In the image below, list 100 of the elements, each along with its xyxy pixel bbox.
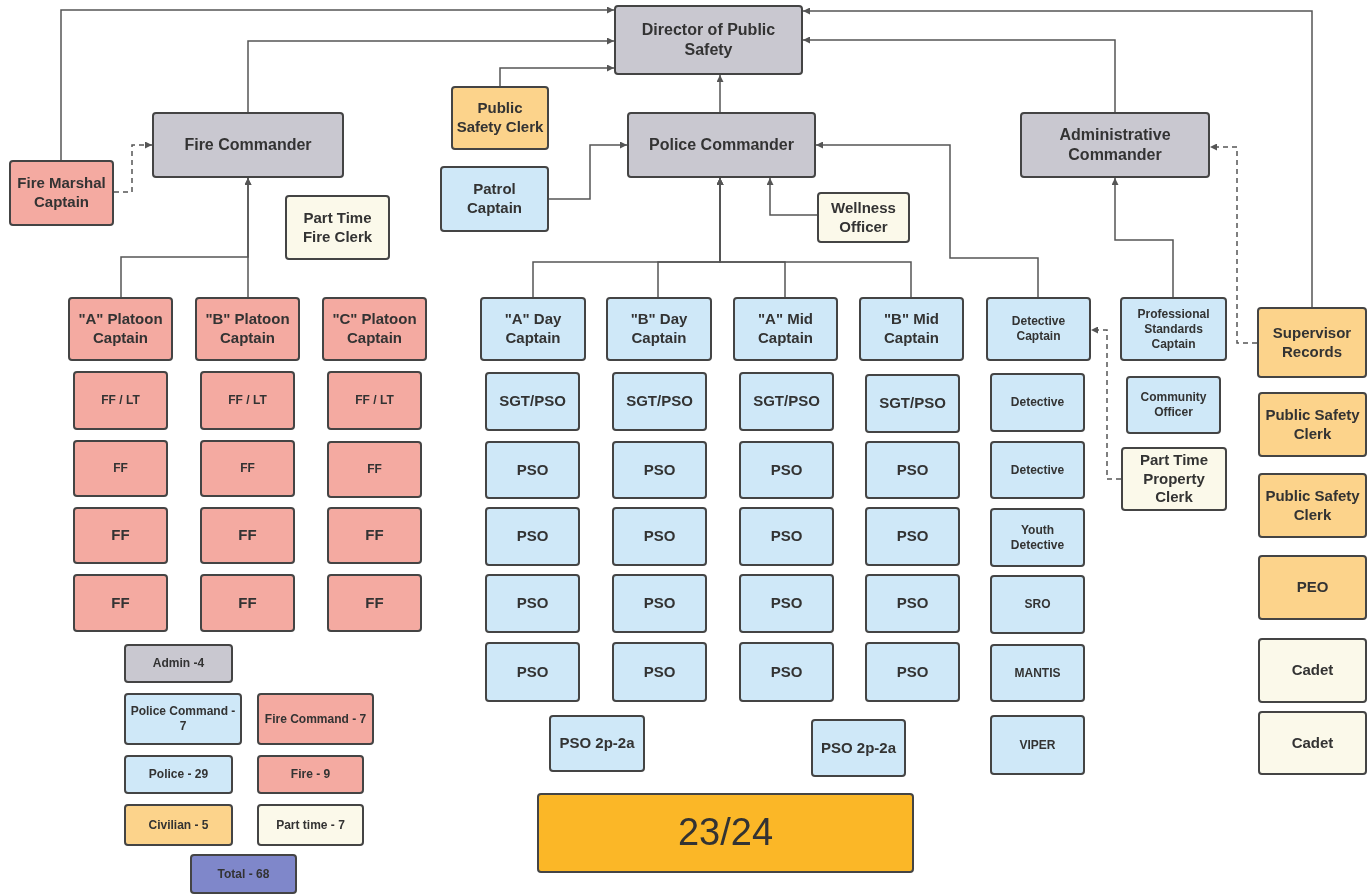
role-label: PSO bbox=[643, 460, 676, 480]
org-box bbox=[451, 86, 549, 150]
role-label: Supervisor Records bbox=[1271, 323, 1353, 362]
org-box bbox=[322, 297, 427, 361]
role-label: SRO bbox=[1024, 597, 1051, 612]
org-box bbox=[739, 372, 834, 431]
org-box bbox=[73, 507, 168, 564]
role-label: PSO bbox=[896, 594, 929, 613]
arrow bbox=[802, 36, 1116, 113]
role-label: SGT/PSO bbox=[879, 394, 946, 413]
role-label: Community Officer bbox=[1139, 390, 1208, 420]
org-box bbox=[1258, 638, 1367, 703]
role-label: PSO bbox=[643, 527, 676, 546]
org-box bbox=[485, 507, 580, 566]
role-label: Professional Standards Captain bbox=[1136, 306, 1211, 352]
org-box bbox=[606, 297, 712, 361]
org-box bbox=[257, 804, 364, 846]
org-box bbox=[327, 441, 422, 498]
role-label: "B" Platoon Captain bbox=[204, 310, 291, 348]
org-box bbox=[614, 5, 803, 75]
role-label: Fire - 9 bbox=[290, 767, 331, 782]
org-box bbox=[990, 575, 1085, 634]
org-box bbox=[627, 112, 816, 178]
role-label: Patrol Captain bbox=[466, 180, 523, 218]
role-label: SGT/PSO bbox=[626, 392, 693, 411]
role-label: "A" Mid Captain bbox=[756, 310, 815, 348]
org-box bbox=[1257, 307, 1367, 378]
org-box bbox=[200, 371, 295, 430]
org-box bbox=[485, 372, 580, 431]
role-label: FF / LT bbox=[101, 393, 140, 408]
role-label: SGT/PSO bbox=[499, 392, 566, 411]
org-box bbox=[1020, 112, 1210, 178]
org-box bbox=[612, 441, 707, 499]
role-label: PSO bbox=[516, 662, 549, 682]
role-label: "B" Day Captain bbox=[629, 310, 689, 348]
org-box bbox=[865, 642, 960, 702]
role-label: Total - 68 bbox=[217, 866, 270, 882]
org-box bbox=[327, 574, 422, 632]
role-label: PSO bbox=[770, 527, 803, 546]
role-label: Public Safety Clerk bbox=[455, 99, 545, 137]
role-label: Police Command - 7 bbox=[129, 704, 237, 734]
arrow bbox=[1090, 326, 1122, 480]
org-box bbox=[739, 574, 834, 633]
role-label: Detective bbox=[1010, 395, 1065, 410]
role-label: FF bbox=[238, 593, 257, 613]
role-label: VIPER bbox=[1019, 737, 1056, 753]
role-label: MANTIS bbox=[1014, 665, 1061, 681]
role-label: Police - 29 bbox=[148, 767, 209, 782]
org-box bbox=[257, 755, 364, 794]
org-box bbox=[537, 793, 914, 873]
arrow bbox=[1111, 177, 1174, 298]
role-label: FF bbox=[240, 461, 255, 476]
role-label: FF / LT bbox=[355, 393, 394, 408]
org-box bbox=[485, 642, 580, 702]
org-box bbox=[612, 574, 707, 633]
org-box bbox=[480, 297, 586, 361]
org-box bbox=[990, 644, 1085, 702]
role-label: Part Time Fire Clerk bbox=[301, 208, 374, 247]
role-label: "B" Mid Captain bbox=[882, 310, 941, 348]
role-label: PSO bbox=[516, 527, 549, 546]
role-label: Wellness Officer bbox=[830, 198, 897, 237]
org-box bbox=[285, 195, 390, 260]
org-box bbox=[1121, 447, 1227, 511]
org-box bbox=[811, 719, 906, 777]
role-label: PSO bbox=[516, 594, 549, 613]
role-label: Admin -4 bbox=[152, 656, 205, 671]
org-box bbox=[612, 507, 707, 566]
role-label: PSO bbox=[643, 594, 676, 613]
org-box bbox=[1258, 392, 1367, 457]
org-box bbox=[986, 297, 1091, 361]
arrow bbox=[113, 141, 153, 193]
org-box bbox=[733, 297, 838, 361]
org-box bbox=[1120, 297, 1227, 361]
role-label: "A" Platoon Captain bbox=[77, 310, 164, 348]
role-label: "A" Day Captain bbox=[503, 310, 563, 348]
org-box bbox=[1258, 711, 1367, 775]
arrow bbox=[815, 141, 1039, 298]
role-label: PSO bbox=[896, 662, 929, 682]
org-box bbox=[195, 297, 300, 361]
org-box bbox=[1126, 376, 1221, 434]
role-label: Administrative Commander bbox=[1058, 125, 1172, 165]
arrow bbox=[247, 37, 615, 113]
org-box bbox=[612, 372, 707, 431]
org-box bbox=[612, 642, 707, 702]
org-box bbox=[440, 166, 549, 232]
arrow bbox=[499, 64, 615, 87]
arrow bbox=[716, 177, 912, 298]
org-box bbox=[124, 693, 242, 745]
org-box bbox=[865, 574, 960, 633]
role-label: Public Safety Clerk bbox=[1264, 486, 1361, 525]
org-box bbox=[990, 441, 1085, 499]
role-label: FF bbox=[365, 526, 384, 545]
org-box bbox=[817, 192, 910, 243]
org-box bbox=[257, 693, 374, 745]
org-box bbox=[9, 160, 114, 226]
role-label: FF bbox=[365, 593, 384, 613]
org-box bbox=[865, 441, 960, 499]
role-label: Part time - 7 bbox=[276, 817, 345, 833]
role-label: PSO bbox=[770, 594, 803, 613]
org-box bbox=[124, 644, 233, 683]
